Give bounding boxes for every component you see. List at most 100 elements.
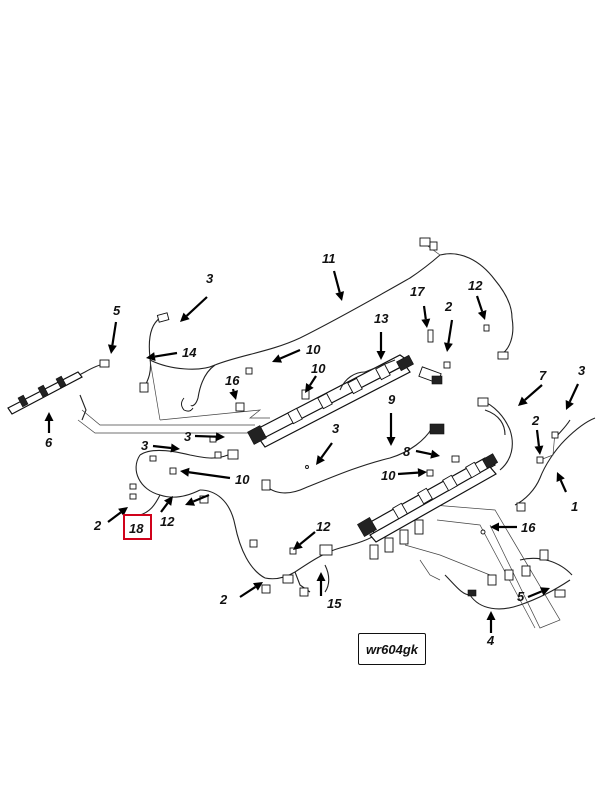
callout-8: 8 — [403, 444, 411, 459]
callout-11: 11 — [322, 251, 336, 266]
callout-2: 2 — [219, 592, 228, 607]
leader-arrow-line — [231, 388, 235, 392]
leader-arrow-line — [152, 444, 172, 450]
leader-arrow-head — [534, 445, 544, 455]
leader-arrow-head — [490, 522, 499, 532]
callout-7: 7 — [539, 368, 547, 383]
leader-arrow-line — [107, 511, 122, 523]
callout-16: 16 — [225, 373, 240, 388]
leader-arrow-line — [447, 319, 454, 344]
leader-arrow-line — [160, 502, 169, 513]
highlight-box-callout-18 — [123, 514, 152, 540]
leader-arrow-head — [376, 351, 386, 360]
leader-arrow-head — [215, 432, 225, 442]
callout-3: 3 — [578, 363, 586, 378]
leader-arrow-line — [194, 434, 217, 438]
leader-arrow-head — [180, 312, 190, 322]
leader-arrow-head — [430, 449, 440, 459]
leader-arrow-line — [308, 375, 317, 387]
leader-arrow-head — [417, 468, 427, 478]
callout-1: 1 — [571, 499, 578, 514]
leader-arrow-line — [279, 348, 301, 360]
leader-arrow-head — [335, 291, 345, 301]
leader-arrow-head — [164, 496, 173, 506]
leader-arrow-line — [422, 305, 427, 320]
lower-fuel-rail — [357, 423, 499, 560]
leader-arrow-head — [146, 352, 156, 362]
callout-12: 12 — [468, 278, 483, 293]
leader-arrow-line — [192, 493, 210, 503]
callout-10: 10 — [381, 468, 396, 483]
leader-arrow-head — [316, 455, 325, 465]
leader-arrow-line — [415, 449, 432, 456]
leader-arrow-head — [539, 587, 550, 596]
upper-fuel-rail — [247, 354, 443, 448]
callout-10: 10 — [235, 472, 250, 487]
left-injector-harness — [7, 371, 83, 415]
callout-5: 5 — [113, 303, 121, 318]
callout-3: 3 — [332, 421, 340, 436]
leader-arrow-head — [386, 437, 396, 446]
leader-arrow-line — [185, 296, 208, 317]
diagram-id-tag: wr604gk — [358, 633, 426, 665]
callout-5: 5 — [517, 589, 525, 604]
harness-lines — [11, 237, 596, 629]
leader-arrows — [44, 270, 579, 633]
leader-arrow-head — [486, 611, 496, 620]
leader-arrow-head — [421, 318, 431, 328]
callout-10: 10 — [311, 361, 326, 376]
callout-3: 3 — [141, 438, 149, 453]
leader-arrow-line — [559, 479, 568, 493]
leader-arrow-head — [443, 342, 453, 352]
leader-arrow-line — [332, 270, 341, 293]
callout-3: 3 — [206, 271, 214, 286]
callout-12: 12 — [316, 519, 331, 534]
leader-arrow-head — [305, 382, 314, 393]
callout-2: 2 — [93, 518, 102, 533]
leader-arrow-line — [568, 383, 579, 403]
leader-arrow-head — [556, 472, 565, 483]
callout-18: 18 — [129, 521, 144, 536]
callout-4: 4 — [486, 633, 495, 648]
leader-arrow-head — [107, 344, 117, 354]
leader-arrow-head — [229, 390, 238, 400]
callout-13: 13 — [374, 311, 389, 326]
leader-arrow-line — [299, 531, 316, 546]
leader-arrow-head — [565, 399, 574, 410]
leader-arrow-line — [320, 442, 333, 459]
leader-arrow-line — [111, 321, 118, 346]
fuel-rails — [7, 324, 566, 598]
leader-arrow-head — [170, 443, 180, 453]
callout-2: 2 — [531, 413, 540, 428]
connector-top — [419, 237, 431, 247]
main-harness-11 — [149, 254, 441, 370]
leader-arrow-head — [293, 540, 303, 550]
callout-16: 16 — [521, 520, 536, 535]
diagram-id-text: wr604gk — [365, 641, 419, 657]
callout-12: 12 — [160, 514, 175, 529]
leader-arrow-head — [316, 572, 326, 581]
leader-arrow-line — [527, 590, 543, 599]
leader-arrow-head — [180, 467, 190, 477]
leader-arrow-head — [272, 354, 283, 363]
leader-arrow-head — [253, 582, 263, 591]
callout-10: 10 — [306, 342, 321, 357]
callout-labels: 1 2 2 2 2 3 3 3 3 3 4 5 5 6 7 8 9 10 10 … — [45, 251, 586, 648]
callout-14: 14 — [182, 345, 197, 360]
leader-arrow-head — [118, 507, 128, 516]
leader-arrow-line — [475, 295, 484, 312]
leader-arrow-head — [185, 497, 196, 506]
leader-arrow-line — [535, 429, 541, 447]
callout-2: 2 — [444, 299, 453, 314]
leader-arrow-line — [188, 471, 231, 480]
callout-6: 6 — [45, 435, 53, 450]
callout-17: 17 — [410, 284, 425, 299]
leader-arrow-head — [44, 412, 54, 421]
leader-arrow-line — [524, 384, 543, 401]
callout-15: 15 — [327, 596, 342, 611]
leader-arrow-head — [518, 396, 528, 406]
leader-arrow-line — [239, 585, 257, 598]
callout-9: 9 — [388, 392, 396, 407]
leader-arrow-head — [477, 310, 487, 320]
